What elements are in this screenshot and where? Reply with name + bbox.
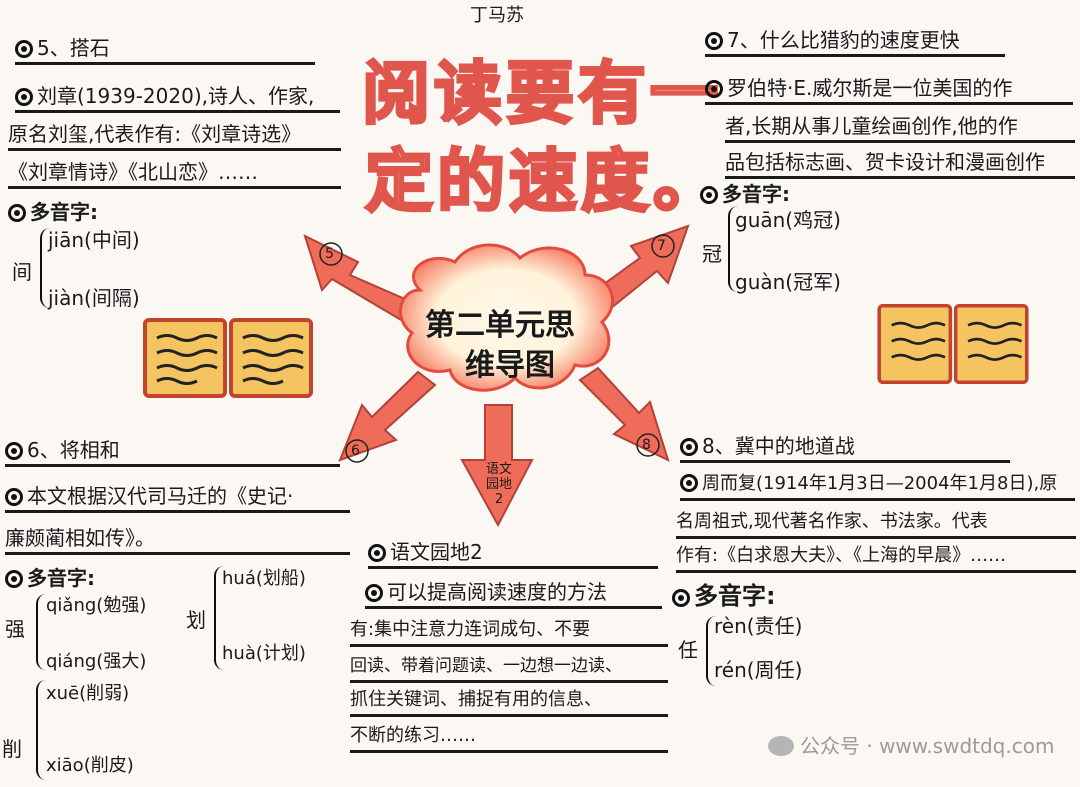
section-7-author-line-2: 者,长期从事儿童绘画创作,他的作 — [725, 112, 1075, 143]
bullet-icon — [680, 474, 698, 492]
section-6-note-line-1: 本文根据汉代司马迁的《史记· — [5, 482, 350, 513]
section-7-polyphone-label: 多音字: — [700, 180, 790, 208]
main-title-line-2: 定的速度。 — [363, 142, 726, 224]
author-name: 丁马苏 — [470, 5, 524, 26]
bullet-icon — [680, 438, 698, 456]
section-8-polyphone-label: 多音字: — [672, 582, 776, 610]
bullet-icon — [8, 204, 26, 222]
bullet-icon — [15, 88, 33, 106]
section-5-author-line-1: 刘章(1939-2020),诗人、作家, — [15, 82, 340, 113]
section-7-reading-2: guàn(冠军) — [735, 270, 841, 294]
section-7-reading-1: guān(鸡冠) — [735, 208, 841, 232]
section-5-author-line-2: 原名刘玺,代表作有:《刘章诗选》 — [8, 120, 341, 151]
bullet-icon — [15, 40, 33, 58]
bullet-icon — [5, 488, 23, 506]
section-6-polyphone-label: 多音字: — [5, 564, 95, 592]
reading-qiang-1: qiǎng(勉强) — [46, 595, 147, 616]
section-8-author-line-2: 名周祖式,现代著名作家、书法家。代表 — [676, 508, 1076, 539]
brace — [728, 206, 738, 292]
section-5-author-line-3: 《刘章情诗》《北山恋》…… — [8, 158, 341, 189]
section-8-poly-char: 任 — [678, 638, 698, 662]
arrow-number-8: 8 — [642, 437, 651, 453]
section-8-heading: 8、冀中的地道战 — [680, 432, 1010, 463]
poly-char-hua: 划 — [186, 608, 206, 632]
brace — [36, 594, 46, 670]
reading-hua-1: huá(划船) — [222, 568, 306, 589]
section-8-author-line-3: 作有:《白求恩大夫》、《上海的早晨》…… — [676, 542, 1076, 573]
section-7-author-line-1: 罗伯特·E.威尔斯是一位美国的作 — [705, 74, 1073, 105]
center-title-1: 第二单元思 — [425, 308, 575, 343]
arrow-down-left — [338, 370, 437, 462]
bullet-icon — [5, 570, 23, 588]
poly-char-xiao: 削 — [2, 737, 22, 761]
section-6-heading: 6、将相和 — [5, 436, 340, 467]
section-8-reading-2: rén(周任) — [714, 658, 803, 682]
bullet-icon — [672, 589, 690, 607]
garden-line-5: 不断的练习…… — [350, 722, 668, 753]
brace — [214, 566, 224, 670]
section-7-poly-char: 冠 — [702, 242, 722, 266]
brace — [36, 680, 46, 780]
section-5-reading-2: jiàn(间隔) — [48, 286, 140, 310]
reading-xiao-2: xiāo(削皮) — [46, 755, 134, 776]
brace — [40, 228, 50, 308]
arrow-label-garden: 语文园地2 — [485, 462, 512, 507]
arrow-down-right — [578, 366, 670, 462]
garden-heading: 语文园地2 — [368, 538, 658, 569]
section-5-poly-char: 间 — [12, 260, 32, 284]
section-6-note-line-2: 廉颇蔺相如传》。 — [5, 524, 350, 555]
center-title-2: 维导图 — [465, 348, 555, 383]
bullet-icon — [365, 584, 383, 602]
open-book-icon — [877, 304, 1029, 384]
section-8-author-line-1: 周而复(1914年1月3日—2004年1月8日),原 — [680, 470, 1075, 501]
reading-xiao-1: xuē(削弱) — [46, 683, 130, 704]
reading-qiang-2: qiáng(强大) — [46, 651, 147, 672]
section-5-polyphone-label: 多音字: — [8, 198, 98, 226]
bullet-icon — [705, 32, 723, 50]
arrow-number-6: 6 — [351, 443, 360, 459]
section-5-reading-1: jiān(中间) — [48, 228, 140, 252]
garden-line-2: 有:集中注意力连词成句、不要 — [350, 616, 668, 647]
section-7-author-line-3: 品包括标志画、贺卡设计和漫画创作 — [725, 148, 1075, 179]
main-title-line-1: 阅读要有一 — [360, 54, 723, 136]
bullet-icon — [5, 442, 23, 460]
garden-line-1: 可以提高阅读速度的方法 — [365, 578, 662, 609]
arrow-number-5: 5 — [325, 246, 334, 262]
open-book-icon — [143, 318, 313, 398]
garden-line-3: 回读、带着问题读、一边想一边读、 — [350, 652, 668, 683]
bullet-icon — [368, 544, 386, 562]
section-8-reading-1: rèn(责任) — [714, 614, 803, 638]
section-5-heading: 5、搭石 — [15, 34, 315, 65]
bullet-icon — [700, 186, 718, 204]
poly-char-qiang: 强 — [5, 617, 25, 641]
wechat-icon — [768, 736, 794, 756]
arrow-number-7: 7 — [657, 238, 666, 254]
watermark: 公众号 · www.swdtdq.com — [768, 730, 1054, 759]
brace — [706, 616, 716, 686]
bullet-icon — [705, 80, 723, 98]
arrow-down — [460, 404, 534, 528]
garden-line-4: 抓住关键词、捕捉有用的信息、 — [350, 686, 668, 717]
center-cloud — [399, 243, 614, 392]
section-7-heading: 7、什么比猎豹的速度更快 — [705, 26, 1005, 57]
reading-hua-2: huà(计划) — [222, 643, 306, 664]
